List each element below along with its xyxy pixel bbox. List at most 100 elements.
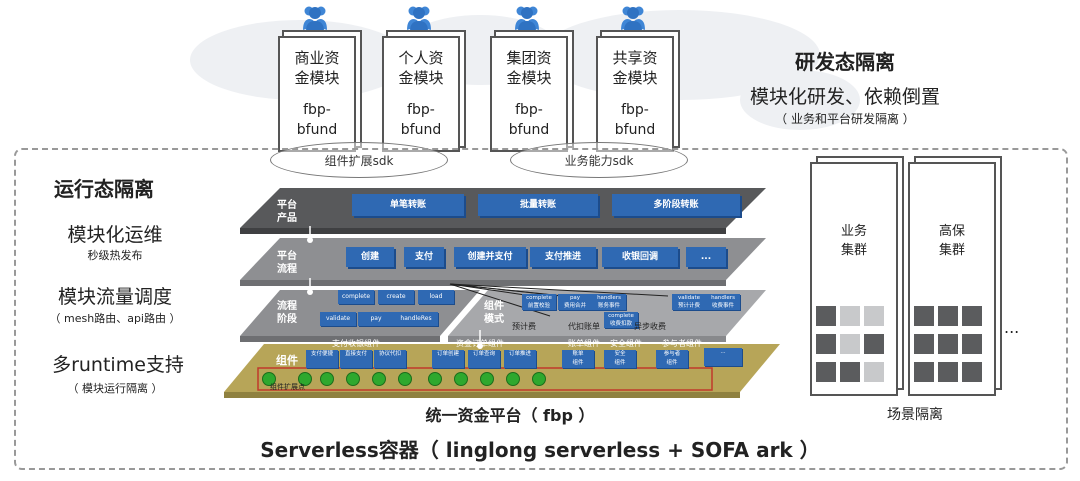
ext-point-dot	[506, 372, 520, 386]
server-block-icon	[864, 334, 884, 354]
flow-stage-chip: validate	[320, 312, 356, 326]
biz-cluster-label: 业务 集群	[840, 224, 867, 258]
component-group-label: 账单组件	[568, 339, 600, 348]
component-mode-chip: validate 预计计费	[672, 294, 706, 310]
serverless-container: Serverless容器（ linglong serverless + SOFA…	[260, 438, 820, 462]
component-mode-group-label: 代扣账单	[568, 322, 600, 331]
server-block-icon	[962, 362, 982, 382]
traffic-note: （ mesh路由、api路由 ）	[49, 312, 181, 325]
component-chip: 订单查询	[468, 350, 500, 368]
user-icon-graphic	[303, 6, 327, 31]
module-name: 商业资 金模块	[294, 49, 340, 87]
multi-runtime-note: （ 模块运行隔离 ）	[67, 382, 163, 395]
layer-label-platform-flow: 平台 流程	[277, 251, 297, 275]
ext-point-label: 组件扩展点	[270, 383, 305, 391]
module-code: fbp- bfund	[614, 102, 656, 138]
ext-point-dot	[372, 372, 386, 386]
component-chip: 直接支付	[340, 350, 372, 368]
component-chip: 订单创建	[432, 350, 464, 368]
platform-name: 统一资金平台（ fbp ）	[425, 406, 595, 425]
layer-label-platform-product: 平台 产品	[277, 200, 297, 224]
server-block-icon	[816, 306, 836, 326]
ext-point-dot	[398, 372, 412, 386]
ops-title: 模块化运维	[67, 224, 163, 246]
more-clusters: ...	[1004, 318, 1020, 337]
traffic-title: 模块流量调度	[57, 286, 172, 308]
platform-flow-chip: 支付推进	[530, 247, 596, 267]
ext-point-dot	[532, 372, 546, 386]
platform-product-chip: 单笔转账	[352, 194, 464, 216]
server-block-icon	[840, 362, 860, 382]
server-block-icon	[840, 334, 860, 354]
module-name: 集团资 金模块	[506, 49, 552, 87]
user-icon-graphic	[515, 6, 539, 31]
user-icon	[512, 2, 542, 32]
user-icon-graphic	[621, 6, 645, 31]
component-mode-chip: complete 前置校验	[522, 294, 556, 310]
module-code: fbp- bfund	[508, 102, 550, 138]
platform-flow-chip: ...	[686, 247, 726, 267]
layer-label-flow-stage: 流程 阶段	[277, 301, 297, 325]
user-icon	[404, 2, 434, 32]
component-group-label: 资金订单组件	[456, 339, 504, 348]
ext-point-dot	[428, 372, 442, 386]
component-mode-group-label: 异步收费	[634, 322, 666, 331]
ext-point-dot	[480, 372, 494, 386]
dev-isolation-note: （ 业务和平台研发隔离 ）	[775, 112, 915, 126]
user-icon	[300, 2, 330, 32]
multi-runtime-title: 多runtime支持	[52, 354, 184, 376]
platform-product-chip: 多阶段转账	[612, 194, 740, 216]
component-ext-sdk-label: 组件扩展sdk	[324, 153, 394, 168]
biz-cluster: 业务 集群	[810, 162, 898, 396]
high-cluster-label: 高保 集群	[938, 224, 965, 258]
server-block-icon	[840, 306, 860, 326]
server-block-icon	[938, 362, 958, 382]
ext-point-dot	[262, 372, 276, 386]
component-group-label: 支付收银组件	[332, 339, 380, 348]
module-box: 集团资 金模块 fbp- bfund	[490, 36, 568, 152]
flow-stage-chip: complete	[338, 290, 374, 304]
dev-isolation-title: 研发态隔离	[795, 50, 895, 74]
platform-product-chip: 批量转账	[478, 194, 598, 216]
module-name: 共享资 金模块	[612, 49, 658, 87]
module-box: 共享资 金模块 fbp- bfund	[596, 36, 674, 152]
server-block-icon	[914, 362, 934, 382]
layer-label-component-mode: 组件 模式	[484, 301, 504, 325]
high-cluster: 高保 集群	[908, 162, 996, 396]
ext-point-dot	[454, 372, 468, 386]
server-block-icon	[864, 306, 884, 326]
component-group-label: 安全组件	[610, 339, 642, 348]
flow-stage-chip: handleRes	[394, 312, 438, 326]
server-block-icon	[962, 334, 982, 354]
component-chip: 订单推进	[504, 350, 536, 368]
component-chip: 安全 组件	[604, 350, 636, 368]
component-mode-chip: handlers 收费事件	[706, 294, 740, 310]
component-chip: 支付便捷	[306, 350, 338, 368]
component-chip: 协议代扣	[374, 350, 406, 368]
server-block-icon	[938, 306, 958, 326]
ext-point-dot	[298, 372, 312, 386]
platform-flow-chip: 收银回调	[602, 247, 678, 267]
component-group-label: 参与者组件	[662, 339, 702, 348]
runtime-frame	[14, 148, 1068, 470]
user-icon-graphic	[407, 6, 431, 31]
server-block-icon	[914, 306, 934, 326]
layer-label-components: 组件	[276, 354, 298, 367]
component-mode-group-label: 预计费	[512, 322, 536, 331]
server-block-icon	[962, 306, 982, 326]
component-chip: 账单 组件	[562, 350, 594, 368]
module-name: 个人资 金模块	[398, 49, 444, 87]
biz-ability-sdk-label: 业务能力sdk	[564, 153, 634, 168]
component-mode-chip: pay 费用合并	[558, 294, 592, 310]
platform-flow-chip: 创建并支付	[454, 247, 526, 267]
server-block-icon	[816, 362, 836, 382]
ext-point-dot	[320, 372, 334, 386]
flow-stage-chip: pay	[358, 312, 394, 326]
flow-stage-chip: load	[418, 290, 454, 304]
flow-stage-chip: create	[378, 290, 414, 304]
user-icon	[618, 2, 648, 32]
ops-note: 秒级热发布	[87, 249, 143, 262]
platform-flow-chip: 创建	[346, 247, 394, 267]
